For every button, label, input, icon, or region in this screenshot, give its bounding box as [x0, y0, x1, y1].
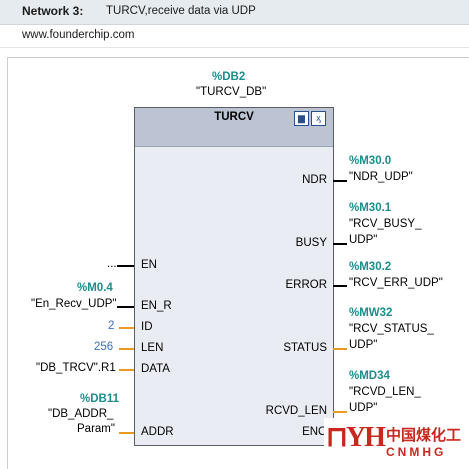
pin-eno: ENO	[302, 426, 327, 438]
pin-error: ERROR	[285, 279, 327, 291]
wire-error	[333, 285, 347, 287]
instance-db-address[interactable]: %DB2	[212, 71, 246, 83]
ndr-address[interactable]: %M30.0	[349, 155, 392, 167]
en-operand[interactable]: ...	[107, 258, 117, 270]
logo-mark: ⊓YH	[326, 422, 386, 453]
rcvd-len-name-line2[interactable]: UDP"	[349, 402, 378, 414]
network-comment[interactable]: www.founderchip.com	[0, 25, 469, 48]
logo-chinese-text: 中国煤化工	[386, 427, 462, 444]
wire-len	[119, 348, 134, 350]
pin-len: LEN	[141, 342, 164, 354]
error-name[interactable]: "RCV_ERR_UDP"	[349, 277, 443, 289]
block-header: TURCV ▆ ᶍ	[135, 108, 333, 147]
wire-data	[119, 369, 134, 371]
pin-ndr: NDR	[302, 174, 327, 186]
pin-busy: BUSY	[295, 237, 327, 249]
busy-name-line2[interactable]: UDP"	[349, 234, 378, 246]
pin-addr: ADDR	[141, 426, 174, 438]
en-r-name[interactable]: "En_Recv_UDP"	[31, 298, 117, 310]
len-value[interactable]: 256	[94, 341, 114, 353]
wire-id	[119, 327, 134, 329]
error-address[interactable]: %M30.2	[349, 261, 392, 273]
wire-status	[333, 348, 347, 350]
wire-busy	[333, 243, 347, 245]
addr-name-line1[interactable]: "DB_ADDR_	[48, 408, 114, 420]
network-title[interactable]: TURCV,receive data via UDP	[106, 5, 256, 17]
download-icon[interactable]: ▆	[294, 111, 309, 126]
rcvd-len-address[interactable]: %MD34	[349, 370, 390, 382]
busy-address[interactable]: %M30.1	[349, 202, 392, 214]
en-r-address[interactable]: %M0.4	[77, 282, 113, 294]
ndr-name[interactable]: "NDR_UDP"	[349, 171, 413, 183]
network-label: Network 3:	[22, 4, 84, 18]
turcv-block[interactable]: TURCV ▆ ᶍ EN EN_R ID LEN DATA ADDR NDR B…	[134, 107, 334, 446]
status-address[interactable]: %MW32	[349, 307, 393, 319]
help-icon[interactable]: ᶍ	[311, 111, 326, 126]
logo-english-text: CNMHG	[386, 445, 447, 459]
network-header[interactable]: Network 3: TURCV,receive data via UDP	[0, 0, 469, 25]
pin-en-r: EN_R	[141, 300, 172, 312]
data-operand[interactable]: "DB_TRCV".R1	[36, 362, 116, 374]
pin-data: DATA	[141, 363, 170, 375]
block-type: TURCV	[214, 111, 254, 123]
id-value[interactable]: 2	[108, 320, 115, 332]
wire-en-r	[117, 306, 134, 308]
wire-ndr	[333, 180, 347, 182]
pin-status: STATUS	[283, 342, 327, 354]
addr-name-line2[interactable]: Param"	[77, 423, 115, 435]
pin-en: EN	[141, 259, 157, 271]
pin-rcvd-len: RCVD_LEN	[265, 405, 327, 417]
cnmhg-logo: ⊓YH 中国煤化工 CNMHG	[324, 418, 469, 468]
status-name-line2[interactable]: UDP"	[349, 339, 378, 351]
wire-en	[117, 265, 134, 267]
wire-rcvd-len	[333, 411, 347, 413]
busy-name-line1[interactable]: "RCV_BUSY_	[349, 218, 422, 230]
rcvd-len-name-line1[interactable]: "RCVD_LEN_	[349, 386, 421, 398]
pin-id: ID	[141, 321, 153, 333]
addr-address[interactable]: %DB11	[80, 393, 119, 405]
wire-addr	[119, 432, 134, 434]
network-comment-text: www.founderchip.com	[22, 29, 135, 41]
instance-db-name[interactable]: "TURCV_DB"	[196, 86, 267, 98]
status-name-line1[interactable]: "RCV_STATUS_	[349, 323, 434, 335]
